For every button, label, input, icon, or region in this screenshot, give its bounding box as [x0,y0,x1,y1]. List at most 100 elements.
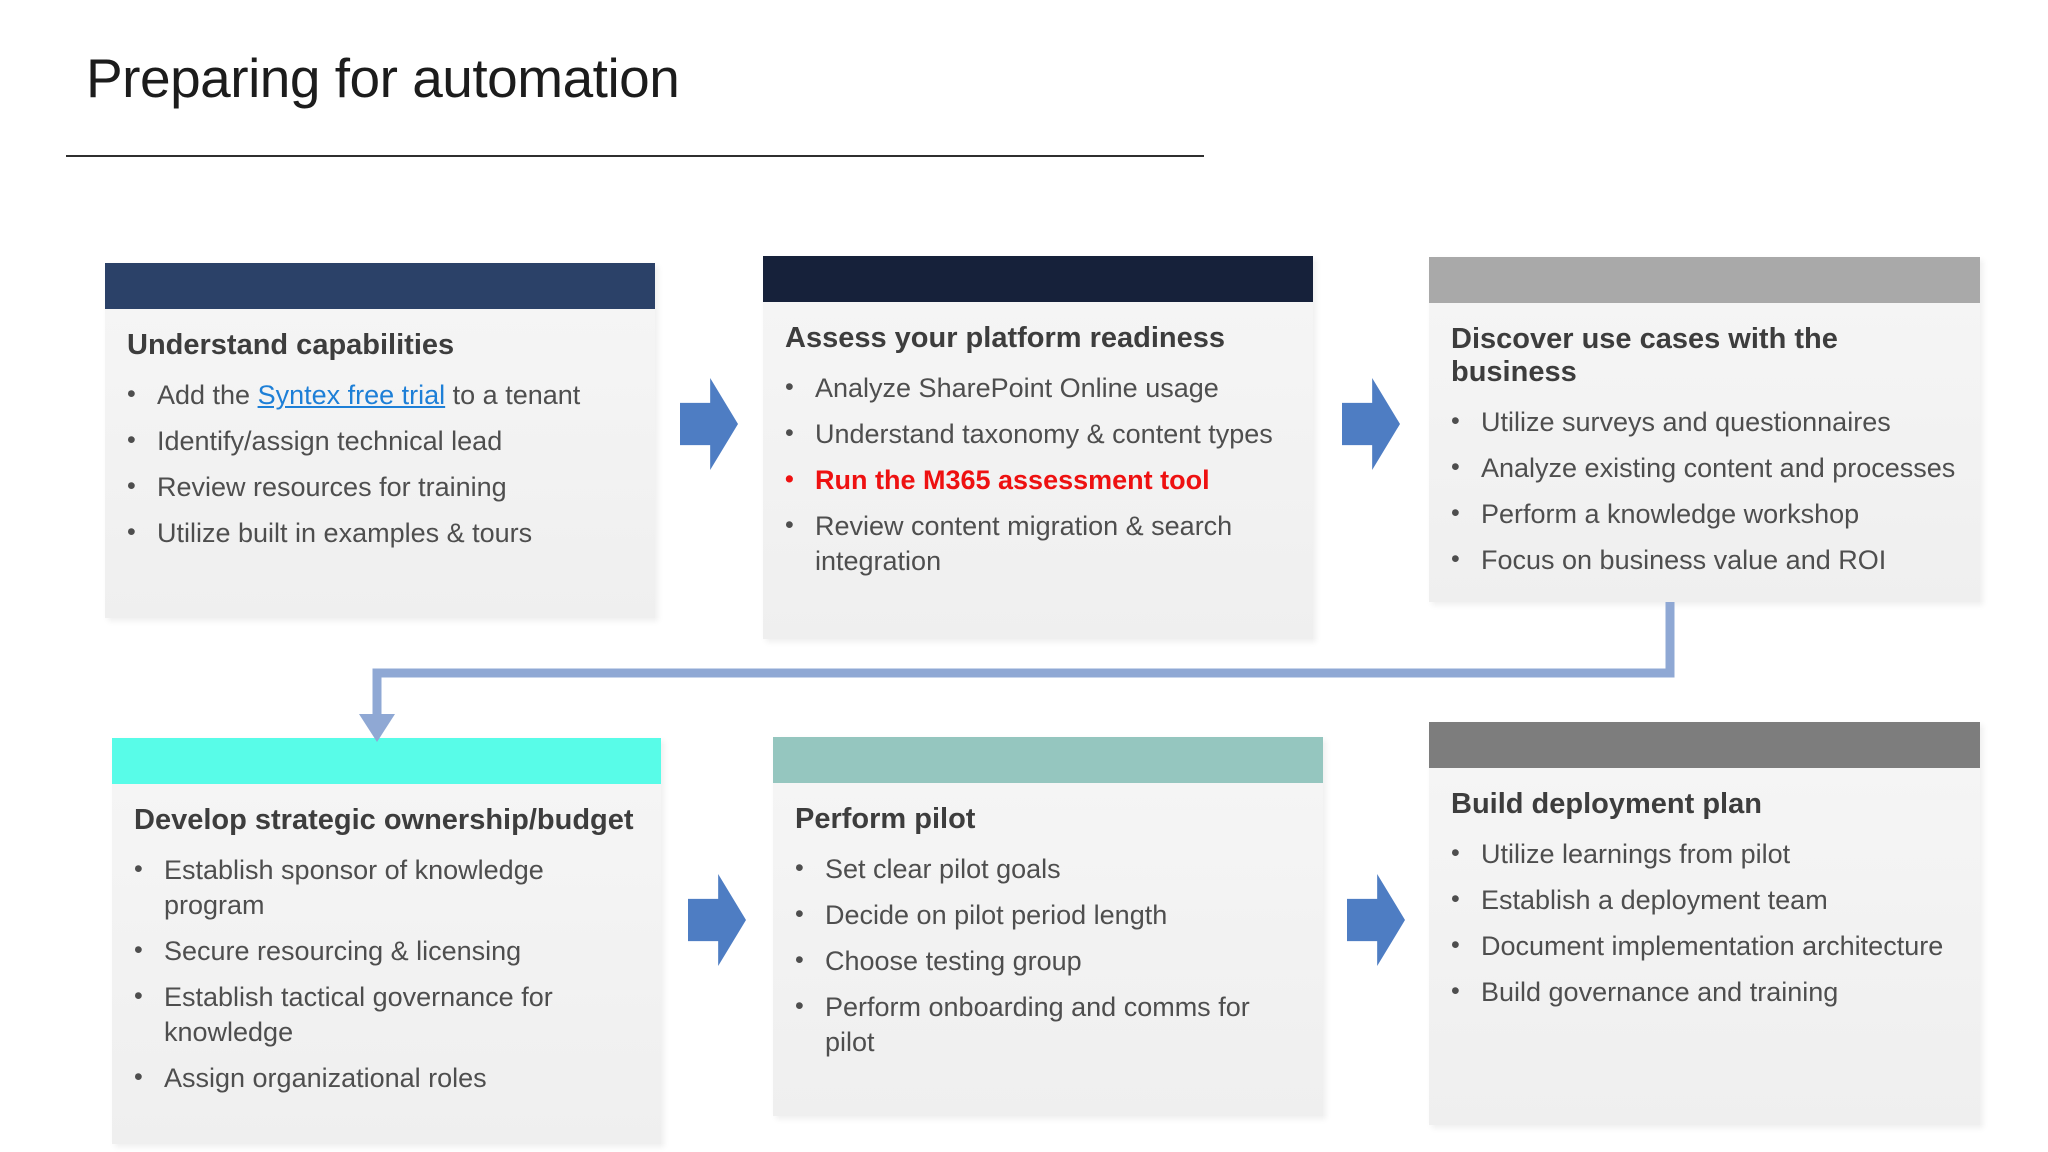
bullet-text: Run the M365 assessment tool [815,465,1210,496]
bullet-text: Establish a deployment team [1481,885,1828,916]
bullet-marker: • [795,854,804,882]
bullet-marker: • [1451,499,1460,528]
bullet-text: Add the Syntex free trial to a tenant [157,380,581,410]
bullet-list: • Analyze SharePoint Online usage • Underst… [785,371,1291,579]
bullet-marker: • [785,373,794,401]
bullet-list: •Add the Syntex free trial to a tenant•I… [127,378,633,551]
bullet-marker: • [785,419,794,448]
bullet-item: •Analyze existing content and processes [1451,451,1958,486]
bullet-item: • Establish a deployment team [1451,883,1958,918]
bullet-marker: • [127,472,136,501]
bullet-text: Identify/assign technical lead [157,426,503,457]
bullet-text: Understand taxonomy & content types [815,419,1273,450]
card-develop-strategic-ownership-budget: Develop strategic ownership/budget • Esta… [112,738,661,1144]
bullet-marker: • [1451,977,1460,1006]
title-underline [66,155,1204,157]
bullet-text: Assign organizational roles [164,1063,487,1094]
bullet-text: Build governance and training [1481,977,1839,1008]
bullet-text: Establish sponsor of knowledge program [164,855,544,921]
bullet-item: •Review content migration & search integ… [785,509,1291,579]
bullet-item: • Establish tactical governance for knowl… [134,980,639,1050]
bullet-text: Perform a knowledge workshop [1481,499,1860,530]
bullet-marker: • [134,855,143,883]
card-body: Discover use cases with the business •Ut… [1429,303,1980,602]
card-header-bar [1429,257,1980,303]
bullet-item: • Add the Syntex free trial to a tenant [127,378,633,413]
bullet-item: •Secure resourcing & licensing [134,934,639,969]
bullet-item: • Set clear pilot goals [795,852,1301,887]
bullet-item: • Review resources for training [127,470,633,505]
bullet-item: • Perform a knowledge workshop [1451,497,1958,532]
bullet-marker: • [127,380,136,408]
syntex-free-trial-link[interactable]: Syntex free trial [257,380,446,410]
bullet-marker: • [1451,885,1460,914]
bullet-item: • Build governance and training [1451,975,1958,1010]
bullet-text: Document implementation architecture [1481,931,1944,962]
bullet-item: • Utilize built in examples & tours [127,516,633,551]
card-header-bar [773,737,1323,783]
bullet-text: Review resources for training [157,472,507,503]
bullet-text: Decide on pilot period length [825,900,1168,931]
bullet-item: •Choose testing group [795,944,1301,979]
card-header-bar [105,263,655,309]
page-title: Preparing for automation [86,47,680,109]
bullet-text: Utilize learnings from pilot [1481,839,1791,869]
bullet-marker: • [1451,407,1460,435]
card-body: Perform pilot • Set clear pilot goals • Dec… [773,783,1323,1116]
card-perform-pilot: Perform pilot • Set clear pilot goals • Dec… [773,737,1323,1116]
bullet-list: • Utilize learnings from pilot • Establish … [1451,837,1958,1010]
card-body: Build deployment plan • Utilize learnings… [1429,768,1980,1125]
bullet-text: Perform onboarding and comms for pilot [825,992,1250,1058]
bullet-marker: • [1451,545,1460,574]
card-title: Build deployment plan [1451,788,1762,820]
bullet-item: • Document implementation architecture [1451,929,1958,964]
flow-right-arrow-icon [1342,378,1400,470]
card-title: Understand capabilities [127,329,455,361]
card-body: Understand capabilities • Add the Syntex … [105,309,655,618]
bullet-text: Set clear pilot goals [825,854,1061,884]
bullet-text: Utilize surveys and questionnaires [1481,407,1891,437]
card-title: Assess your platform readiness [785,322,1226,354]
bullet-item: • Understand taxonomy & content types [785,417,1291,452]
bullet-marker: • [1451,931,1460,960]
bullet-marker: • [785,511,794,540]
bullet-list: •Establish sponsor of knowledge program•… [134,853,639,1097]
card-header-bar [763,256,1313,302]
card-header-bar [112,738,661,784]
bullet-marker: • [795,946,804,975]
flow-right-arrow-icon [688,874,746,966]
bullet-text: Analyze existing content and processes [1481,453,1956,484]
bullet-marker: • [795,992,804,1021]
flow-right-arrow-icon [680,378,738,470]
bullet-list: •Utilize surveys and questionnaires•Anal… [1451,405,1958,578]
bullet-text: Establish tactical governance for knowle… [164,982,553,1048]
bullet-marker: • [134,936,143,965]
bullet-item: • Analyze SharePoint Online usage [785,371,1291,406]
card-build-deployment-plan: Build deployment plan • Utilize learnings… [1429,722,1980,1125]
bullet-list: • Set clear pilot goals • Decide on pilot p… [795,852,1301,1060]
card-assess-platform-readiness: Assess your platform readiness • Analyze … [763,256,1313,639]
card-body: Assess your platform readiness • Analyze … [763,302,1313,639]
card-discover-use-cases: Discover use cases with the business •Ut… [1429,257,1980,602]
flow-right-arrow-icon [1347,874,1405,966]
bullet-item: • Establish sponsor of knowledge program [134,853,639,923]
bullet-text: Focus on business value and ROI [1481,545,1887,576]
bullet-text: Utilize built in examples & tours [157,518,533,549]
card-title: Perform pilot [795,803,976,835]
card-title: Develop strategic ownership/budget [134,804,634,836]
bullet-item: • Perform onboarding and comms for pilot [795,990,1301,1060]
bullet-item: • Utilize surveys and questionnaires [1451,405,1958,440]
bullet-item: • Decide on pilot period length [795,898,1301,933]
bullet-marker: • [134,982,143,1011]
bullet-marker: • [127,518,136,547]
bullet-marker: • [785,465,794,494]
bullet-marker: • [134,1063,143,1092]
bullet-item: • Run the M365 assessment tool [785,463,1291,498]
bullet-item: •Identify/assign technical lead [127,424,633,459]
bullet-marker: • [795,900,804,929]
card-understand-capabilities: Understand capabilities • Add the Syntex … [105,263,655,618]
bullet-item: • Utilize learnings from pilot [1451,837,1958,872]
bullet-marker: • [1451,839,1460,867]
bullet-text: Analyze SharePoint Online usage [815,373,1219,403]
